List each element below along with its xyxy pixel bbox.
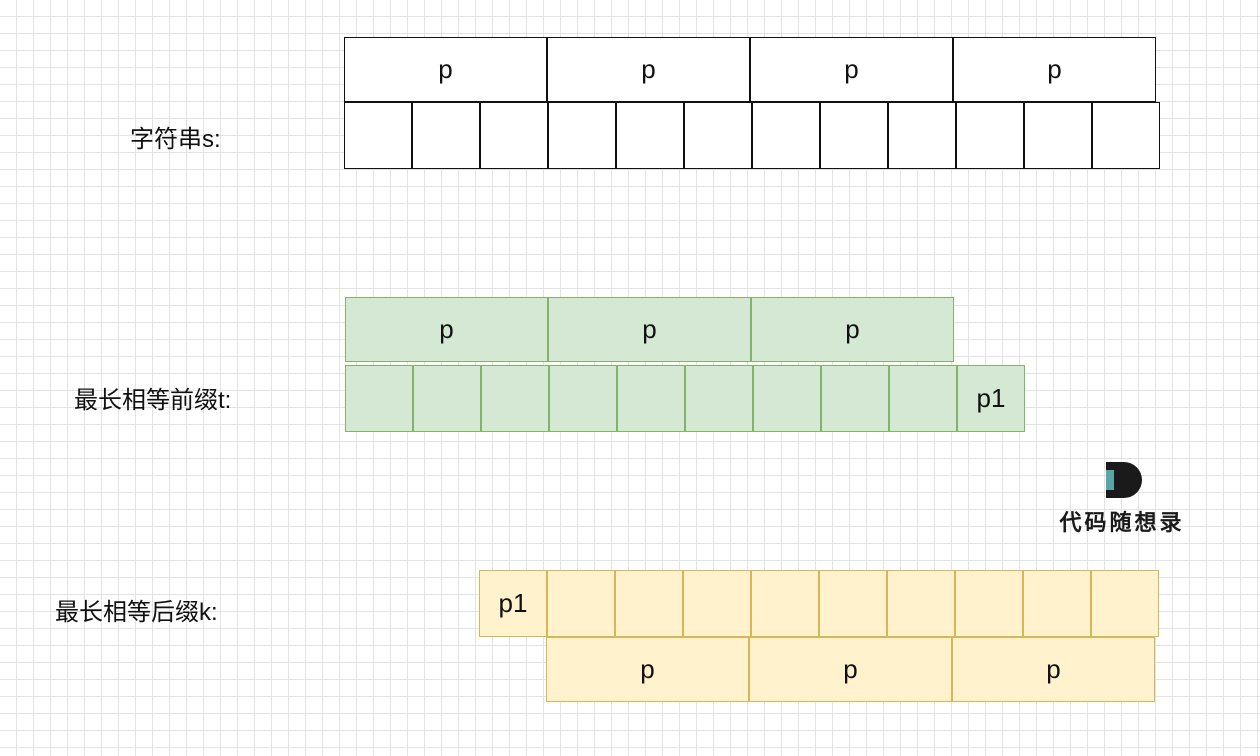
t-cell-7 bbox=[821, 365, 889, 432]
s-cell-0 bbox=[344, 102, 412, 169]
s-cell-5 bbox=[684, 102, 752, 169]
k-block-2: p bbox=[952, 637, 1155, 702]
t-cell-2 bbox=[481, 365, 549, 432]
t-cell-3 bbox=[549, 365, 617, 432]
s-cell-2 bbox=[480, 102, 548, 169]
s-cell-3 bbox=[548, 102, 616, 169]
s-block-2: p bbox=[750, 37, 953, 102]
label-string-s: 字符串s: bbox=[130, 126, 221, 153]
t-block-0: p bbox=[345, 297, 548, 362]
t-cell-6 bbox=[753, 365, 821, 432]
s-cell-8 bbox=[888, 102, 956, 169]
t-extra-cell: p1 bbox=[957, 365, 1025, 432]
k-cell-2 bbox=[683, 570, 751, 637]
k-cell-0 bbox=[547, 570, 615, 637]
k-cell-3 bbox=[751, 570, 819, 637]
k-block-1: p bbox=[749, 637, 952, 702]
k-cell-8 bbox=[1091, 570, 1159, 637]
label-prefix-t: 最长相等前缀t: bbox=[74, 387, 232, 414]
s-block-1: p bbox=[547, 37, 750, 102]
s-cell-9 bbox=[956, 102, 1024, 169]
label-suffix-k: 最长相等后缀k: bbox=[55, 599, 218, 626]
s-cell-11 bbox=[1092, 102, 1160, 169]
t-cell-0 bbox=[345, 365, 413, 432]
k-cell-7 bbox=[1023, 570, 1091, 637]
s-block-3: p bbox=[953, 37, 1156, 102]
k-extra-cell: p1 bbox=[479, 570, 547, 637]
s-cell-6 bbox=[752, 102, 820, 169]
k-cell-5 bbox=[887, 570, 955, 637]
t-cell-1 bbox=[413, 365, 481, 432]
t-block-1: p bbox=[548, 297, 751, 362]
logo-text: 代码随想录 bbox=[1059, 510, 1185, 536]
s-cell-1 bbox=[412, 102, 480, 169]
k-block-0: p bbox=[546, 637, 749, 702]
t-cell-8 bbox=[889, 365, 957, 432]
s-cell-7 bbox=[820, 102, 888, 169]
s-block-0: p bbox=[344, 37, 547, 102]
k-cell-4 bbox=[819, 570, 887, 637]
s-cell-10 bbox=[1024, 102, 1092, 169]
d-logo-icon bbox=[1106, 462, 1142, 498]
k-cell-1 bbox=[615, 570, 683, 637]
s-cell-4 bbox=[616, 102, 684, 169]
t-cell-5 bbox=[685, 365, 753, 432]
t-cell-4 bbox=[617, 365, 685, 432]
t-block-2: p bbox=[751, 297, 954, 362]
k-cell-6 bbox=[955, 570, 1023, 637]
